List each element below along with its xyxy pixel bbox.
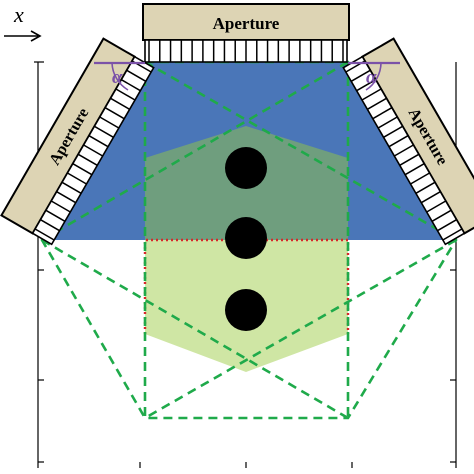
aperture-right: Aperture (342, 37, 474, 246)
aperture-element-tick (361, 88, 382, 101)
aperture-element-tick (115, 88, 136, 101)
aperture-element-tick (377, 116, 398, 129)
angle-marker-right: α (348, 61, 400, 91)
aperture-element-tick (431, 209, 452, 222)
aperture-element-tick (393, 144, 414, 157)
x-axis-indicator: x (4, 2, 42, 42)
aperture-right-elements (345, 60, 463, 241)
aperture-element-tick (77, 153, 98, 166)
x-axis-arrowhead (30, 30, 42, 42)
aperture-element-tick (426, 200, 447, 213)
aperture-element-tick (420, 191, 441, 204)
target-1 (225, 147, 267, 189)
plot-frame (34, 61, 457, 468)
aperture-element-tick (56, 191, 77, 204)
aperture-element-tick (410, 172, 430, 185)
aperture-element-tick (67, 172, 87, 185)
aperture-element-tick (399, 153, 420, 166)
aperture-element-tick (356, 79, 377, 92)
aperture-element-tick (350, 69, 371, 82)
angle-symbol-right: α (366, 67, 377, 88)
aperture-element-tick (383, 125, 403, 138)
angle-marker-left: α (94, 61, 145, 91)
aperture-left: Aperture (0, 37, 155, 246)
x-axis-label: x (13, 2, 24, 27)
aperture-top-elements (148, 40, 344, 62)
aperture-top: Aperture (142, 3, 350, 63)
aperture-element-tick (45, 209, 66, 222)
aperture-element-tick (83, 144, 104, 157)
aperture-element-tick (40, 219, 60, 232)
aperture-element-tick (94, 125, 114, 138)
aperture-element-tick (372, 107, 393, 120)
aperture-top-label: Aperture (213, 14, 280, 33)
aperture-element-tick (72, 163, 93, 176)
target-2 (225, 217, 267, 259)
aperture-element-tick (126, 69, 147, 82)
aperture-element-tick (404, 163, 425, 176)
aperture-left-elements (34, 60, 152, 241)
aperture-element-tick (61, 181, 82, 194)
aperture-element-tick (88, 135, 109, 148)
aperture-element-tick (367, 97, 387, 110)
angle-symbol-left: α (112, 67, 123, 88)
aperture-element-tick (415, 181, 436, 194)
aperture-element-tick (388, 135, 409, 148)
aperture-element-tick (442, 228, 463, 241)
aperture-element-tick (110, 97, 130, 110)
aperture-element-tick (120, 79, 141, 92)
aperture-element-tick (437, 219, 457, 232)
aperture-element-tick (99, 116, 120, 129)
aperture-element-tick (104, 107, 125, 120)
target-3 (225, 289, 267, 331)
targets (225, 147, 267, 331)
aperture-element-tick (34, 228, 55, 241)
aperture-element-tick (50, 200, 71, 213)
